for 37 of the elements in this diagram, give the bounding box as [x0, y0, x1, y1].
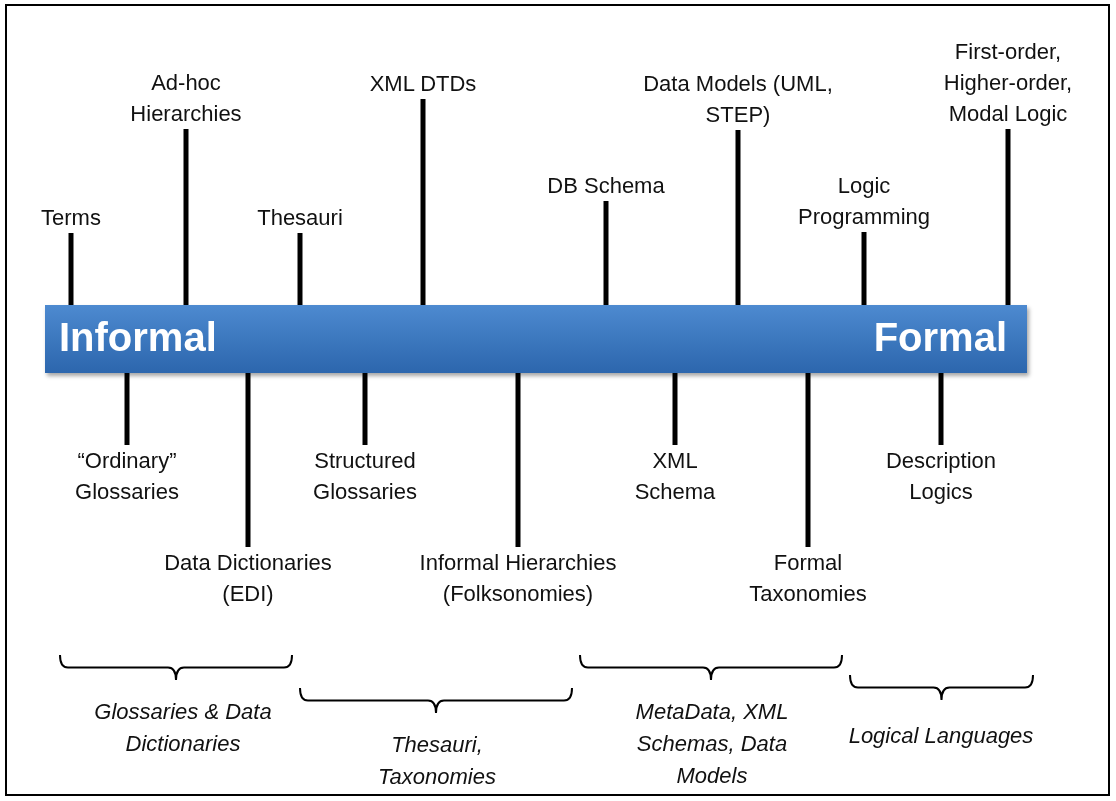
term-label: Logic Programming: [784, 170, 944, 232]
term-label: Terms: [11, 202, 131, 233]
connector-line: [672, 373, 678, 445]
term-label: Informal Hierarchies (Folksonomies): [418, 547, 618, 609]
term-label: Description Logics: [856, 445, 1026, 507]
term-label: XML Schema: [615, 445, 735, 507]
connector-line: [1005, 129, 1011, 305]
term-label: Thesauri: [230, 202, 370, 233]
band-label: Informal: [59, 314, 217, 361]
group-label: MetaData, XML Schemas, Data Models: [634, 698, 790, 790]
term-label: Data Models (UML, STEP): [643, 68, 833, 130]
connector-line: [297, 233, 303, 305]
connector-line: [603, 201, 609, 305]
term-label: Formal Taxonomies: [728, 547, 888, 609]
group-label: Glossaries & Data Dictionaries: [93, 698, 273, 758]
connector-line: [362, 373, 368, 445]
term-label: DB Schema: [541, 170, 671, 201]
connector-line: [124, 373, 130, 445]
connector-line: [183, 129, 189, 305]
connector-line: [420, 99, 426, 305]
connector-line: [245, 373, 251, 547]
connector-line: [861, 232, 867, 305]
term-label: First-order, Higher-order, Modal Logic: [923, 36, 1093, 129]
term-label: Data Dictionaries (EDI): [163, 547, 333, 609]
term-label: Ad-hoc Hierarchies: [101, 67, 271, 129]
term-label: Structured Glossaries: [280, 445, 450, 507]
group-label: Logical Languages: [847, 722, 1035, 750]
term-label: XML DTDs: [363, 68, 483, 99]
spectrum-band: [45, 305, 1027, 373]
connector-line: [805, 373, 811, 547]
connector-line: [735, 130, 741, 305]
term-label: “Ordinary” Glossaries: [42, 445, 212, 507]
connector-line: [68, 233, 74, 305]
connector-line: [515, 373, 521, 547]
band-label: Formal: [873, 314, 1007, 361]
connector-line: [938, 373, 944, 445]
group-label: Thesauri, Taxonomies: [377, 731, 497, 791]
